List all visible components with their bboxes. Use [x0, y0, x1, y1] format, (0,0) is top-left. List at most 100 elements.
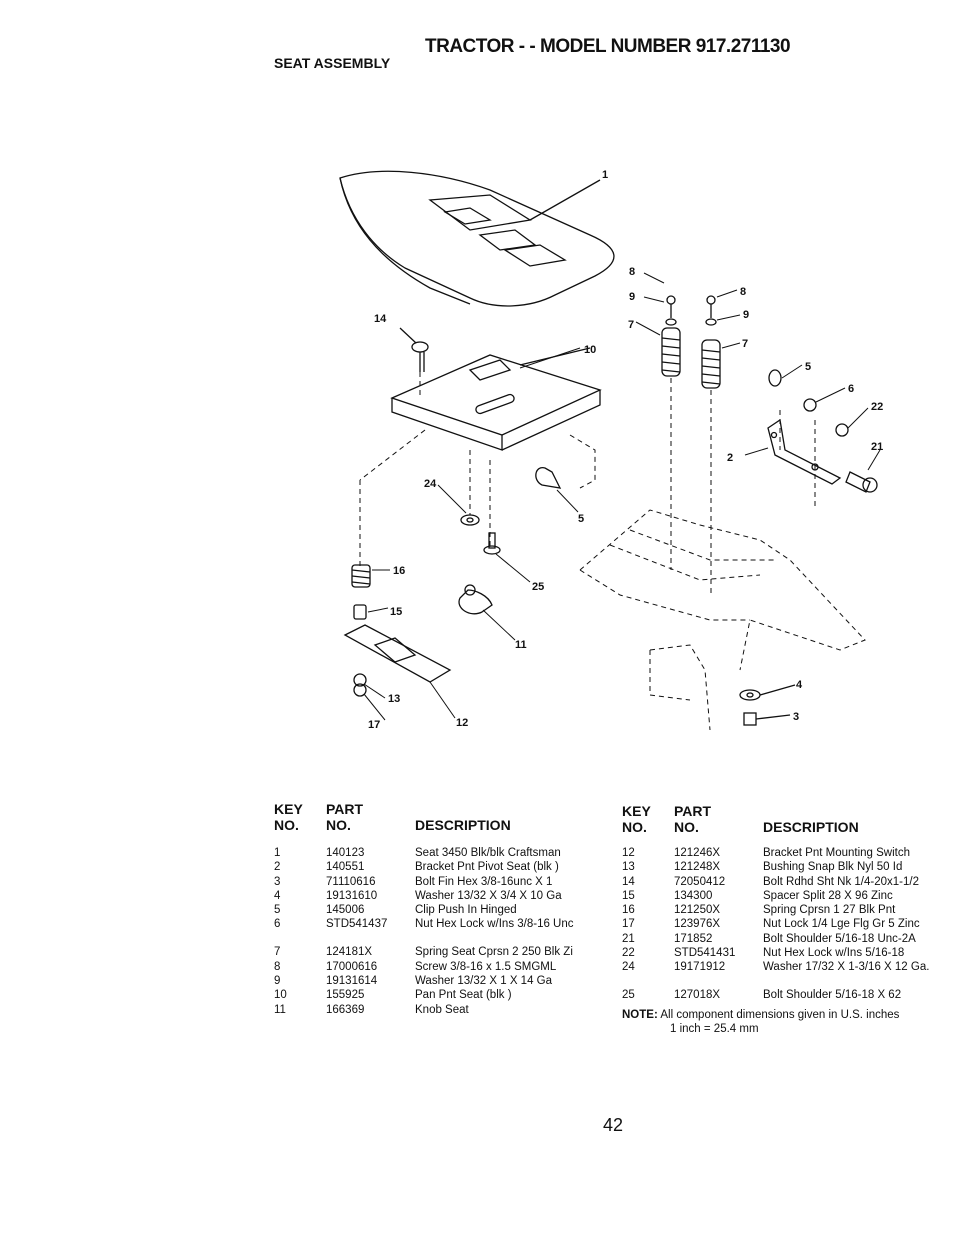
part-no: 123976X [674, 918, 721, 931]
part-no: 121248X [674, 861, 721, 874]
callout-3: 3 [793, 711, 799, 723]
switch-bracket-12 [343, 564, 452, 697]
key-no: 2 [274, 861, 281, 874]
description: Washer 17/32 X 1-3/16 X 12 Ga. [763, 961, 930, 974]
callout-11: 11 [515, 639, 527, 651]
part-no: 19131614 [326, 975, 378, 988]
callout-5b: 5 [578, 513, 584, 525]
table-row: 24 19171912 Washer 17/32 X 1-3/16 X 12 Ga. [622, 960, 952, 988]
table-row: 2 140551 Bracket Pnt Pivot Seat (blk ) [274, 860, 604, 874]
description: Nut Hex Lock w/Ins 5/16-18 [763, 947, 905, 960]
callout-21: 21 [871, 441, 883, 453]
seat-part [339, 170, 615, 307]
header-key-2: NO. [622, 819, 647, 835]
mounting-bracket-2 [767, 418, 842, 485]
seat-assembly-diagram: 1 14 10 8 9 7 8 9 7 5 6 22 2 21 24 5 16 … [339, 169, 883, 731]
callout-10: 10 [584, 344, 596, 356]
key-no: 5 [274, 904, 281, 917]
callout-8b: 8 [740, 286, 746, 298]
part-no: 127018X [674, 989, 721, 1002]
callout-5: 5 [805, 361, 811, 373]
key-no: 21 [622, 932, 635, 945]
part-no: 140123 [326, 847, 365, 859]
header-part-2: NO. [674, 819, 699, 835]
table-header: KEY NO. PART NO. DESCRIPTION [274, 802, 604, 836]
callout-14: 14 [374, 313, 387, 325]
key-no: 11 [274, 1003, 286, 1016]
bolt-14 [399, 327, 429, 372]
section-subtitle: SEAT ASSEMBLY [274, 55, 391, 71]
note-line2: 1 inch = 25.4 mm [670, 1023, 759, 1035]
seat-pan-part [390, 347, 602, 451]
callout-9: 9 [629, 291, 635, 303]
description: Washer 13/32 X 1 X 14 Ga [415, 975, 553, 988]
description: Bolt Fin Hex 3/8-16unc X 1 [415, 875, 553, 888]
part-no: 19171912 [674, 961, 726, 974]
description: Seat 3450 Blk/blk Craftsman [415, 847, 561, 859]
description: Clip Push In Hinged [415, 904, 517, 917]
parts-table-left: KEY NO. PART NO. DESCRIPTION 1 140123 Seat… [274, 802, 604, 1016]
description: Spring Cprsn 1 27 Blk Pnt [763, 904, 896, 917]
key-no: 25 [622, 989, 635, 1002]
part-no: 124181X [326, 946, 373, 959]
callout-17: 17 [368, 719, 380, 731]
description: Bracket Pnt Mounting Switch [763, 847, 911, 859]
part-no: 19131610 [326, 889, 378, 902]
key-no: 6 [274, 918, 281, 931]
springs-7 [661, 295, 721, 389]
description: Bolt Rdhd Sht Nk 1/4-20x1-1/2 [763, 875, 919, 888]
part-no: 121246X [674, 847, 721, 859]
table-row: 1 140123 Seat 3450 Blk/blk Craftsman [274, 846, 604, 860]
callout-7b: 7 [742, 338, 748, 350]
part-no: 72050412 [674, 875, 726, 888]
header-desc: DESCRIPTION [763, 819, 859, 835]
note-text: All component dimensions given in U.S. i… [660, 1009, 900, 1021]
part-no: STD541437 [326, 918, 388, 931]
key-no: 15 [622, 889, 635, 902]
description: Spacer Split 28 X 96 Zinc [763, 889, 893, 902]
callout-1: 1 [602, 169, 608, 181]
key-no: 14 [622, 875, 635, 888]
part-no: STD541431 [674, 947, 736, 960]
key-no: 13 [622, 861, 635, 874]
description: Screw 3/8-16 x 1.5 SMGML [415, 960, 557, 973]
key-no: 24 [622, 961, 635, 974]
part-no: 140551 [326, 861, 365, 874]
table-row: 9 19131614 Washer 13/32 X 1 X 14 Ga [274, 974, 604, 988]
callout-6: 6 [848, 383, 854, 395]
header-desc: DESCRIPTION [415, 817, 511, 833]
callout-12: 12 [456, 717, 468, 729]
key-no: 9 [274, 975, 281, 988]
key-no: 10 [274, 989, 287, 1002]
header-part-1: PART [326, 801, 364, 817]
table-row: 14 72050412 Bolt Rdhd Sht Nk 1/4-20x1-1/2 [622, 875, 952, 889]
callout-25: 25 [532, 581, 544, 593]
page-number: 42 [603, 1115, 624, 1135]
hardware-small [535, 369, 878, 493]
header-part-2: NO. [326, 817, 351, 833]
callout-22: 22 [871, 401, 883, 413]
description: Bolt Shoulder 5/16-18 Unc-2A [763, 932, 916, 945]
header-key-1: KEY [274, 801, 303, 817]
part-no: 155925 [326, 989, 365, 1002]
tractor-frame [579, 509, 866, 731]
footnote: NOTE: All component dimensions given in … [622, 1008, 899, 1036]
key-no: 17 [622, 918, 635, 931]
description: Nut Lock 1/4 Lge Flg Gr 5 Zinc [763, 918, 920, 931]
description: Bracket Pnt Pivot Seat (blk ) [415, 861, 559, 874]
key-no: 1 [274, 847, 281, 859]
hardware-center [458, 514, 501, 615]
callout-8: 8 [629, 266, 635, 278]
key-no: 3 [274, 875, 281, 888]
